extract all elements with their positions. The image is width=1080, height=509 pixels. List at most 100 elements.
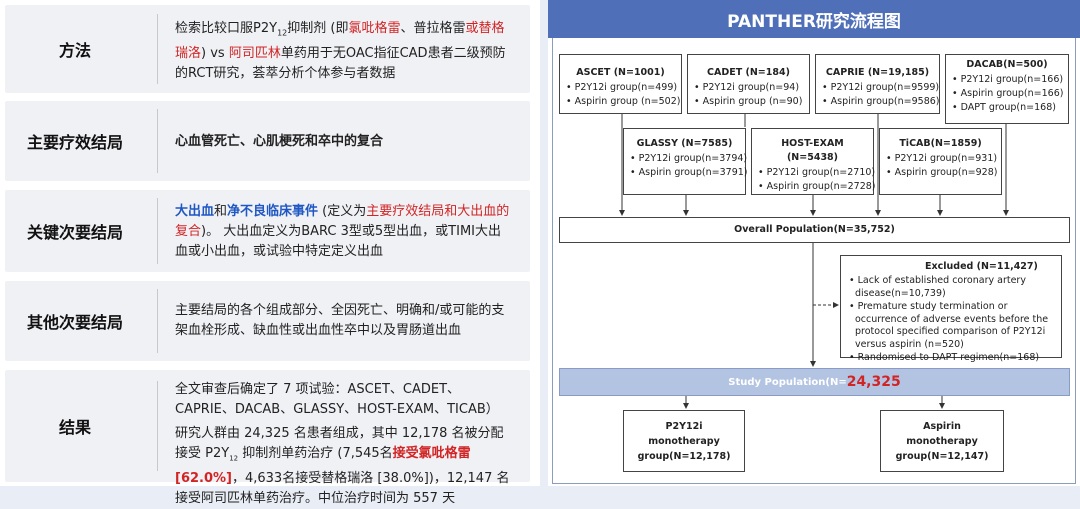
results-p2a: 研究人群由 24,325 名患者组成，其中 12,178 名被分配接受 P2Y	[175, 426, 504, 461]
trial-line: • P2Y12i group(n=166)	[950, 73, 1064, 87]
row-divider	[157, 13, 158, 85]
trial-box-dacab: DACAB(N=500) • P2Y12i group(n=166) • Asp…	[945, 54, 1069, 124]
trial-line: • P2Y12i group(n=499)	[564, 81, 677, 95]
trial-line-text: Aspirin group (n=502)	[574, 96, 681, 107]
bullet-glyph: •	[630, 167, 636, 178]
excluded-title: Excluded (N=11,427)	[925, 261, 1038, 272]
row-divider	[157, 198, 158, 264]
trial-line-text: Aspirin group(n=3791)	[638, 167, 748, 178]
results-label: 结果	[58, 418, 91, 437]
trial-box-ticab: TiCAB(N=1859) • P2Y12i group(n=931) • As…	[879, 128, 1002, 195]
excluded-item: • Lack of established coronary artery di…	[847, 275, 1057, 300]
other-secondary-label: 其他次要结局	[26, 313, 123, 332]
trial-box-host-exam: HOST-EXAM (N=5438) • P2Y12i group(n=2710…	[751, 128, 876, 195]
ks-major-bleeding: 大出血	[175, 204, 215, 219]
methods-t1: 检索比较口服P2Y	[175, 21, 278, 36]
trial-line: • P2Y12i group(n=94)	[692, 81, 805, 95]
trial-line-text: P2Y12i group(n=2710)	[766, 167, 876, 178]
bullet-glyph: •	[566, 96, 572, 107]
methods-label: 方法	[58, 41, 91, 60]
trial-line: • P2Y12i group(n=2710)	[756, 166, 875, 180]
trial-line-text: P2Y12i group(n=931)	[894, 153, 998, 164]
excluded-item-text: Lack of established coronary artery dise…	[855, 275, 1026, 299]
trial-line: • Aspirin group(n=166)	[950, 87, 1064, 101]
other-secondary-row: 其他次要结局 主要结局的各个组成部分、全因死亡、明确和/或可能的支架血栓形成、缺…	[5, 281, 530, 361]
flowchart-header: PANTHER研究流程图	[548, 0, 1080, 38]
key-secondary-row: 关键次要结局 大出血和净不良临床事件 (定义为主要疗效结局和大出血的复合)。 大…	[5, 190, 530, 272]
trial-name: DACAB(N=500)	[966, 59, 1048, 70]
trial-name: GLASSY (N=7585)	[636, 138, 733, 149]
methods-ticagrelor: 或替格瑞洛	[175, 21, 505, 61]
bullet-glyph: •	[758, 167, 764, 178]
trial-name: HOST-EXAM (N=5438)	[781, 138, 844, 163]
bullet-glyph: •	[952, 88, 958, 99]
trial-line-text: P2Y12i group(n=9599)	[830, 82, 940, 93]
trial-line-text: P2Y12i group(n=166)	[960, 74, 1064, 85]
results-sub: 12	[229, 454, 239, 463]
bullet-glyph: •	[694, 82, 700, 93]
bullet-glyph: •	[822, 82, 828, 93]
results-text: 全文审查后确定了 7 项试验：ASCET、CADET、CAPRIE、DACAB、…	[175, 380, 510, 509]
ks-composite: 主要疗效结局和大出血的复合	[175, 204, 510, 239]
methods-text: 检索比较口服P2Y12抑制剂 (即氯吡格雷、普拉格雷或替格瑞洛) vs 阿司匹林…	[175, 19, 510, 84]
other-secondary-text: 主要结局的各个组成部分、全因死亡、明确和/或可能的支架血栓形成、缺血性或出血性卒…	[175, 303, 505, 338]
results-p2b: 抑制剂单药治疗 (7,545名	[238, 446, 393, 461]
trial-box-cadet: CADET (N=184) • P2Y12i group(n=94) • Asp…	[687, 54, 810, 114]
ks-rest: )。 大出血定义为BARC 3型或5型出血，或TIMI大出血或小出血，或试验中特…	[175, 224, 501, 259]
results-p1: 全文审查后确定了 7 项试验：ASCET、CADET、CAPRIE、DACAB、…	[175, 382, 499, 417]
primary-text: 心血管死亡、心肌梗死和卒中的复合	[175, 134, 384, 149]
trial-line-text: Aspirin group(n=928)	[894, 167, 998, 178]
trial-box-glassy: GLASSY (N=7585) • P2Y12i group(n=3794) •…	[623, 128, 748, 195]
methods-t4: 、普拉格雷	[400, 21, 466, 36]
trial-line-text: P2Y12i group(n=3794)	[638, 153, 748, 164]
bullet-glyph: •	[849, 352, 855, 363]
results-p2: 研究人群由 24,325 名患者组成，其中 12,178 名被分配接受 P2Y1…	[175, 424, 510, 509]
trial-name: ASCET (N=1001)	[576, 67, 665, 78]
trial-name: TiCAB(N=1859)	[899, 138, 982, 149]
arm-box-aspirin: Aspirin monotherapy group(N=12,147)	[880, 410, 1004, 472]
trial-line: • P2Y12i group(n=931)	[884, 152, 997, 166]
overall-population-box: Overall Population(N=35,752)	[559, 217, 1070, 243]
methods-t2: 抑制剂 (即	[287, 21, 349, 36]
trial-name: CAPRIE (N=19,185)	[825, 67, 930, 78]
methods-row: 方法 检索比较口服P2Y12抑制剂 (即氯吡格雷、普拉格雷或替格瑞洛) vs 阿…	[5, 5, 530, 93]
methods-t6: ) vs	[201, 45, 229, 61]
trial-line: • Aspirin group (n=90)	[692, 95, 805, 109]
methods-clopidogrel: 氯吡格雷	[348, 21, 401, 36]
bullet-glyph: •	[952, 102, 958, 113]
ks-nace: 净不良临床事件	[227, 204, 319, 219]
bullet-glyph: •	[849, 275, 855, 286]
trial-line: • Aspirin group(n=9586)	[820, 95, 940, 109]
bullet-glyph: •	[952, 74, 958, 85]
row-divider	[157, 289, 158, 353]
trial-line: • DAPT group(n=168)	[950, 101, 1064, 115]
trial-line: • Aspirin group(n=2728)	[756, 180, 876, 194]
excluded-item-text: Randomised to DAPT regimen(n=168)	[857, 352, 1040, 363]
bullet-glyph: •	[630, 153, 636, 164]
trial-line-text: P2Y12i group(n=94)	[702, 82, 800, 93]
trial-line-text: Aspirin group(n=2728)	[766, 181, 876, 192]
trial-box-caprie: CAPRIE (N=19,185) • P2Y12i group(n=9599)…	[815, 54, 940, 114]
excluded-item: • Randomised to DAPT regimen(n=168)	[847, 352, 1057, 365]
trial-line: • P2Y12i group(n=9599)	[820, 81, 939, 95]
bullet-glyph: •	[886, 153, 892, 164]
bullet-glyph: •	[758, 181, 764, 192]
trial-line-text: Aspirin group (n=90)	[702, 96, 803, 107]
bullet-glyph: •	[566, 82, 572, 93]
excluded-box: Excluded (N=11,427) • Lack of establishe…	[840, 255, 1062, 363]
methods-aspirin: 阿司匹林	[228, 45, 281, 61]
flowchart-frame	[552, 38, 1076, 484]
ks-and: 和	[214, 204, 228, 219]
trial-line: • P2Y12i group(n=3794)	[628, 152, 747, 166]
bullet-glyph: •	[849, 301, 855, 312]
primary-outcome-row: 主要疗效结局 心血管死亡、心肌梗死和卒中的复合	[5, 101, 530, 181]
flow-connectors	[619, 114, 1009, 409]
trial-name: CADET (N=184)	[707, 67, 790, 78]
trial-line: • Aspirin group (n=502)	[564, 95, 680, 109]
row-divider	[157, 109, 158, 173]
primary-label: 主要疗效结局	[26, 133, 123, 152]
trial-line-text: DAPT group(n=168)	[960, 102, 1056, 113]
excluded-item: • Premature study termination or occurre…	[847, 301, 1057, 351]
key-secondary-text: 大出血和净不良临床事件 (定义为主要疗效结局和大出血的复合)。 大出血定义为BA…	[175, 202, 510, 262]
results-clopidogrel: 接受氯吡格雷 [62.0%]	[175, 446, 471, 486]
